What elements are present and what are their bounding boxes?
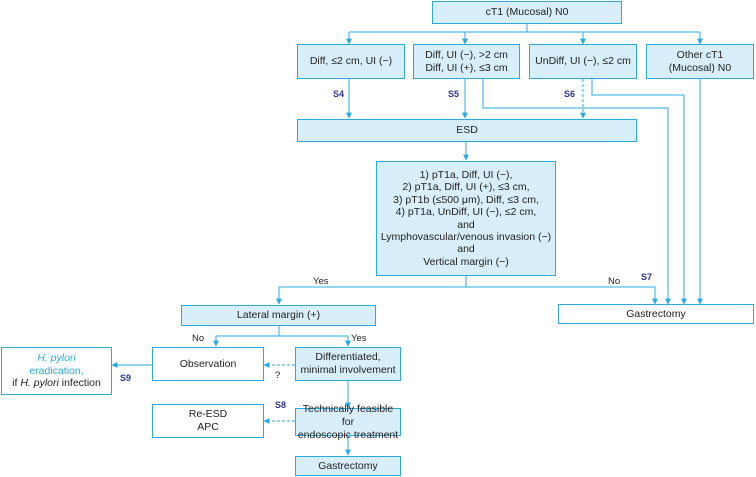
edge-lateral-yes	[279, 335, 351, 347]
node-observation: Observation	[152, 347, 264, 381]
criteria-line-1: 1) pT1a, Diff, UI (−),	[419, 168, 513, 181]
hpylori-line3-suffix: infection	[58, 377, 101, 390]
node-esd-label: ESD	[456, 124, 478, 136]
node-technically-feasible: Technically feasible for endoscopic trea…	[295, 403, 401, 441]
hpylori-line3: if H. pylori infection	[12, 377, 101, 390]
node-diff-large-line1: Diff, UI (−), >2 cm	[425, 48, 508, 61]
edge-label-question: ?	[275, 370, 281, 381]
node-ct1-label: cT1 (Mucosal) N0	[485, 6, 569, 18]
step-label-s8: S8	[275, 400, 287, 410]
step-label-s5: S5	[448, 89, 460, 99]
criteria-and-1: and	[457, 218, 475, 231]
edge-lateral-no	[213, 335, 279, 347]
edge-undiff-to-gastrectomy	[591, 79, 687, 305]
edge-label-no-criteria: No	[608, 276, 621, 287]
node-diff-large-line2: Diff, UI (+), ≤3 cm	[425, 61, 508, 74]
edge-criteria-no	[466, 286, 658, 305]
step-label-s7: S7	[641, 272, 653, 282]
node-feasible-line2: endoscopic treatment	[297, 428, 399, 441]
hpylori-line2: eradication,	[29, 364, 84, 377]
edge-criteria-yes	[276, 286, 466, 305]
criteria-line-3: 3) pT1b (≤500 μm), Diff, ≤3 cm,	[393, 193, 539, 206]
edge-diff-large-to-gastrectomy	[482, 79, 671, 305]
criteria-line-2: 2) pT1a, Diff, UI (+), ≤3 cm,	[402, 181, 530, 194]
node-other-ct1: Other cT1 (Mucosal) N0	[646, 44, 754, 79]
node-gastrectomy-right-label: Gastrectomy	[626, 307, 686, 320]
criteria-line-4: 4) pT1a, UnDiff, UI (−), ≤2 cm,	[395, 206, 537, 219]
node-gastrectomy-bottom: Gastrectomy	[295, 456, 401, 476]
node-lateral-margin-label: Lateral margin (+)	[236, 309, 321, 321]
node-diff-small-label: Diff, ≤2 cm, UI (−)	[309, 55, 393, 67]
node-differentiated-line2: minimal involvement	[300, 364, 396, 376]
edge-label-no-lateral: No	[192, 333, 205, 344]
node-reesd-apc: Re-ESD APC	[152, 404, 264, 438]
node-observation-label: Observation	[179, 357, 237, 370]
criteria-line-lvi: Lymphovascular/venous invasion (−)	[380, 230, 552, 243]
edge-label-yes-lateral: Yes	[351, 333, 367, 344]
criteria-and-2: and	[457, 243, 475, 256]
node-reesd-line2: APC	[197, 421, 219, 433]
node-esd: ESD	[297, 119, 637, 142]
step-label-s6: S6	[564, 89, 576, 99]
node-curative-criteria: 1) pT1a, Diff, UI (−), 2) pT1a, Diff, UI…	[376, 161, 556, 276]
node-differentiated-line1: Differentiated,	[315, 351, 381, 363]
node-hpylori-eradication: H. pylori eradication, if H. pylori infe…	[1, 347, 112, 395]
node-undiff-label: UnDiff, UI (−), ≤2 cm	[535, 55, 631, 67]
node-undiff: UnDiff, UI (−), ≤2 cm	[529, 44, 637, 79]
step-label-s4: S4	[333, 89, 345, 99]
node-ct1-mucosal-n0: cT1 (Mucosal) N0	[432, 1, 622, 24]
node-diff-large: Diff, UI (−), >2 cm Diff, UI (+), ≤3 cm	[413, 44, 520, 79]
node-feasible-line1: Technically feasible for	[302, 402, 394, 428]
hpylori-line3-prefix: if	[12, 377, 21, 390]
criteria-line-vm: Vertical margin (−)	[423, 255, 509, 268]
edge-label-yes-criteria: Yes	[313, 276, 329, 287]
hpylori-line3-italic: H. pylori	[20, 377, 59, 390]
node-other-line2: (Mucosal) N0	[668, 61, 732, 74]
step-label-s9: S9	[120, 373, 132, 383]
node-diff-small: Diff, ≤2 cm, UI (−)	[297, 44, 405, 79]
node-gastrectomy-right: Gastrectomy	[558, 304, 754, 324]
node-gastrectomy-bottom-label: Gastrectomy	[318, 459, 378, 472]
hpylori-line1: H. pylori	[37, 352, 76, 365]
node-lateral-margin: Lateral margin (+)	[181, 305, 376, 326]
node-differentiated: Differentiated, minimal involvement	[295, 347, 401, 381]
node-other-line1: Other cT1	[676, 48, 724, 61]
node-reesd-line1: Re-ESD	[188, 408, 228, 420]
